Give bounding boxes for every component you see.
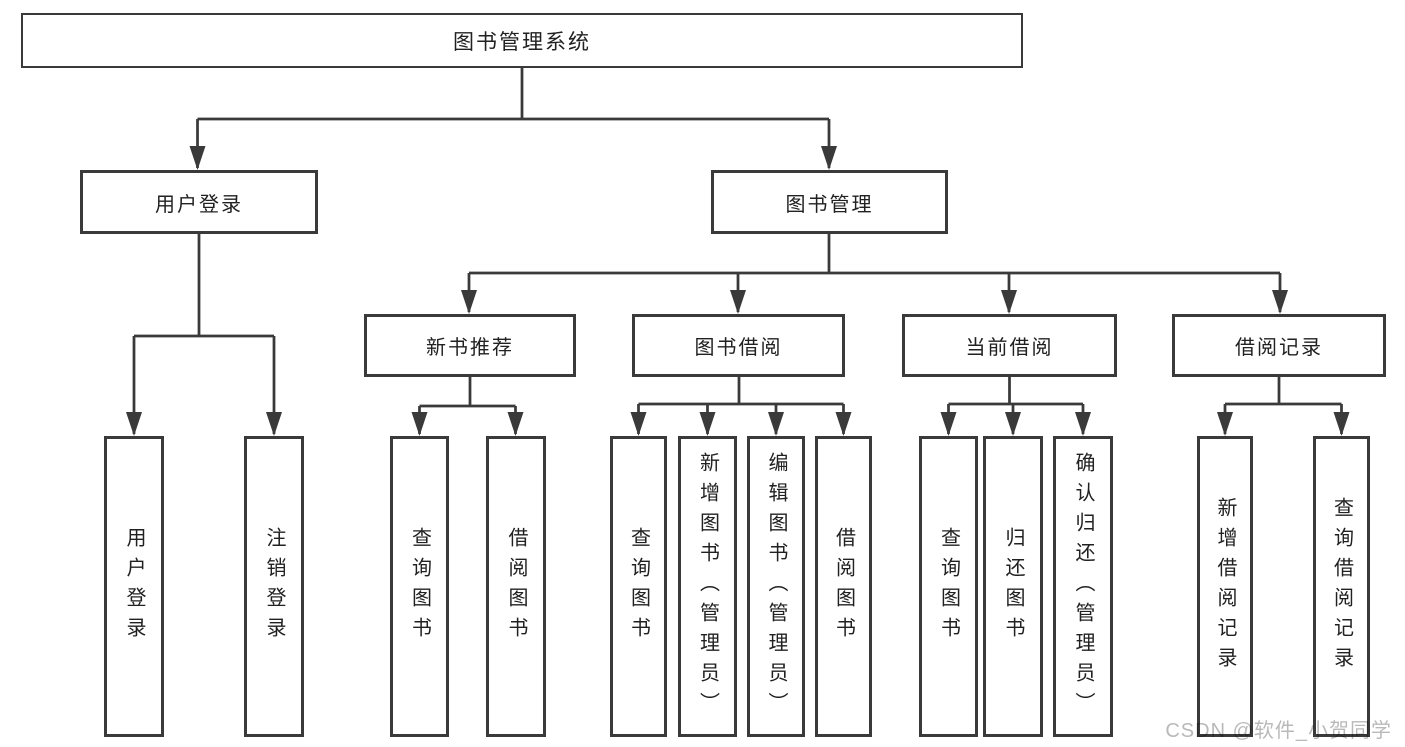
csdn-watermark: CSDN @软件_小贺同学 (1165, 720, 1392, 742)
node-label: 借阅图书 (505, 526, 527, 647)
node-label: 当前借阅 (965, 337, 1054, 359)
node-label: 借阅图书 (832, 526, 855, 647)
node-label: 用户登录 (123, 526, 145, 647)
node-borrow-books: 借阅图书 (815, 436, 872, 737)
node-query-books-borrow: 查询图书 (610, 436, 667, 737)
arrow-down-icon (835, 412, 852, 436)
arrow-down-icon (189, 146, 206, 170)
node-label: 图书借阅 (694, 337, 783, 359)
arrow-down-icon (630, 412, 647, 436)
node-label: 编辑图书（管理员） (765, 451, 787, 722)
arrow-down-icon (699, 412, 716, 436)
node-label: 确认归还（管理员） (1072, 451, 1094, 722)
node-label: 查询借阅记录 (1330, 496, 1353, 677)
arrow-down-icon (1217, 412, 1233, 436)
node-query-books-current: 查询图书 (919, 436, 978, 737)
arrow-down-icon (1333, 412, 1350, 436)
connector-arrowheads (126, 146, 1350, 436)
arrow-down-icon (1001, 290, 1017, 314)
arrow-down-icon (768, 412, 784, 436)
node-add-borrow-record: 新增借阅记录 (1197, 436, 1253, 737)
node-book-management: 图书管理 (711, 170, 948, 234)
arrow-down-icon (730, 290, 746, 314)
node-user-login: 用户登录 (104, 436, 164, 737)
arrow-down-icon (411, 412, 428, 436)
node-label: 查询图书 (408, 526, 431, 647)
node-book-management-system: 图书管理系统 (21, 13, 1023, 68)
node-logout: 注销登录 (244, 436, 304, 737)
arrow-down-icon (1005, 412, 1021, 436)
node-current-borrowing: 当前借阅 (902, 314, 1117, 377)
arrow-down-icon (126, 412, 142, 436)
node-label: 图书管理 (785, 193, 874, 216)
connector-paths (132, 68, 1343, 434)
node-label: 借阅记录 (1235, 337, 1323, 359)
node-label: 归还图书 (1002, 526, 1024, 647)
node-confirm-return-admin: 确认归还（管理员） (1053, 436, 1113, 737)
node-user-login-group: 用户登录 (80, 170, 318, 234)
node-label: 用户登录 (155, 193, 243, 216)
node-edit-book-admin: 编辑图书（管理员） (747, 436, 805, 737)
node-label: 新书推荐 (426, 337, 514, 359)
node-add-book-admin: 新增图书（管理员） (678, 436, 737, 737)
node-query-borrow-record: 查询借阅记录 (1313, 436, 1370, 737)
node-label: 图书管理系统 (453, 30, 591, 54)
arrow-down-icon (1075, 412, 1091, 436)
node-new-book-recommend: 新书推荐 (364, 314, 576, 377)
arrow-down-icon (1272, 290, 1288, 314)
node-borrow-books-recommend: 借阅图书 (486, 436, 546, 737)
arrow-down-icon (940, 412, 957, 436)
node-label: 注销登录 (263, 526, 285, 647)
node-borrowing-records: 借阅记录 (1172, 314, 1386, 377)
node-label: 查询图书 (627, 526, 650, 647)
node-label: 查询图书 (937, 526, 960, 647)
node-book-borrowing: 图书借阅 (632, 314, 845, 377)
arrow-down-icon (821, 146, 837, 170)
node-return-book: 归还图书 (983, 436, 1043, 737)
node-label: 新增图书（管理员） (696, 451, 719, 722)
arrow-down-icon (461, 290, 477, 314)
node-query-books-recommend: 查询图书 (390, 436, 449, 737)
node-label: 新增借阅记录 (1214, 496, 1236, 677)
arrow-down-icon (507, 412, 524, 436)
arrow-down-icon (266, 412, 282, 436)
